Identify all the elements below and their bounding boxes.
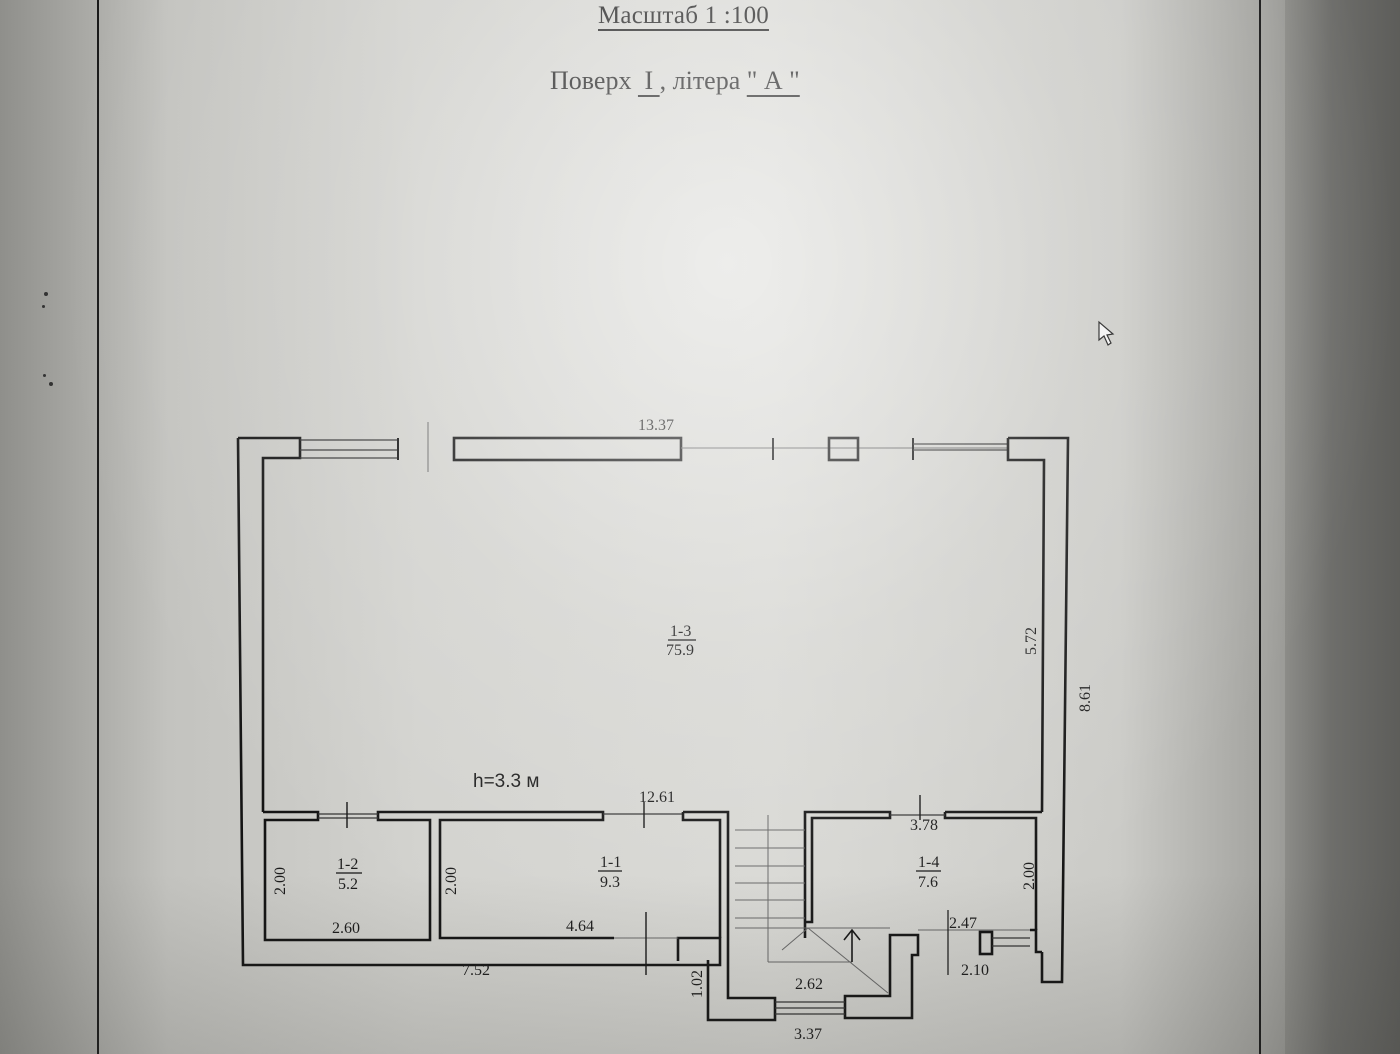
dim-entry-overall: 3.37 — [794, 1026, 822, 1043]
screen-dust — [44, 292, 48, 296]
svg-text:1-2: 1-2 — [337, 856, 358, 873]
dim-room-1-1-width: 4.64 — [566, 918, 594, 935]
screen-dust — [49, 382, 53, 386]
dim-room-1-1-height: 2.00 — [443, 867, 460, 895]
mouse-cursor-icon — [1098, 320, 1115, 346]
svg-text:5.2: 5.2 — [338, 876, 358, 893]
room-1-3-label: 1-3 75.9 — [666, 623, 696, 659]
dim-stair-width: 2.62 — [795, 976, 823, 993]
svg-text:1-3: 1-3 — [670, 623, 691, 640]
dim-room-1-2-width: 2.60 — [332, 920, 360, 937]
svg-text:75.9: 75.9 — [666, 642, 694, 659]
room-1-1-label: 1-1 9.3 — [598, 854, 622, 891]
screen-dust — [43, 374, 46, 377]
dim-inner-width: 12.61 — [639, 789, 675, 806]
room-labels: 1-3 75.9 1-2 5.2 1-1 9.3 1-4 7.6 — [336, 623, 941, 893]
svg-text:1-1: 1-1 — [600, 854, 621, 871]
room-1-4-label: 1-4 7.6 — [916, 854, 941, 891]
screen-dust — [42, 305, 45, 308]
dim-room-1-4-width: 3.78 — [910, 817, 938, 834]
dim-room-1-2-height: 2.00 — [272, 867, 289, 895]
dimension-labels: 13.37 5.72 8.61 12.61 3.78 2.60 4.64 7.5… — [272, 417, 1094, 1043]
stair-direction-arrow — [843, 928, 861, 962]
svg-text:9.3: 9.3 — [600, 874, 620, 891]
dim-bottom-right: 2.10 — [961, 962, 989, 979]
room-1-2-label: 1-2 5.2 — [336, 856, 362, 893]
dim-right-overall: 8.61 — [1077, 684, 1094, 712]
ceiling-height-label: h=3.3 м — [473, 771, 539, 792]
dim-bottom-left-overall: 7.52 — [462, 962, 490, 979]
svg-text:1-4: 1-4 — [918, 854, 939, 871]
dim-top-overall: 13.37 — [638, 417, 674, 434]
dim-room-1-4-bottom: 2.47 — [949, 915, 977, 932]
outer-walls — [236, 422, 1070, 984]
dim-right-room-height: 5.72 — [1023, 627, 1040, 655]
svg-text:7.6: 7.6 — [918, 874, 938, 891]
dim-vestibule-height: 1.02 — [689, 970, 706, 998]
dim-room-1-4-height: 2.00 — [1021, 862, 1038, 890]
